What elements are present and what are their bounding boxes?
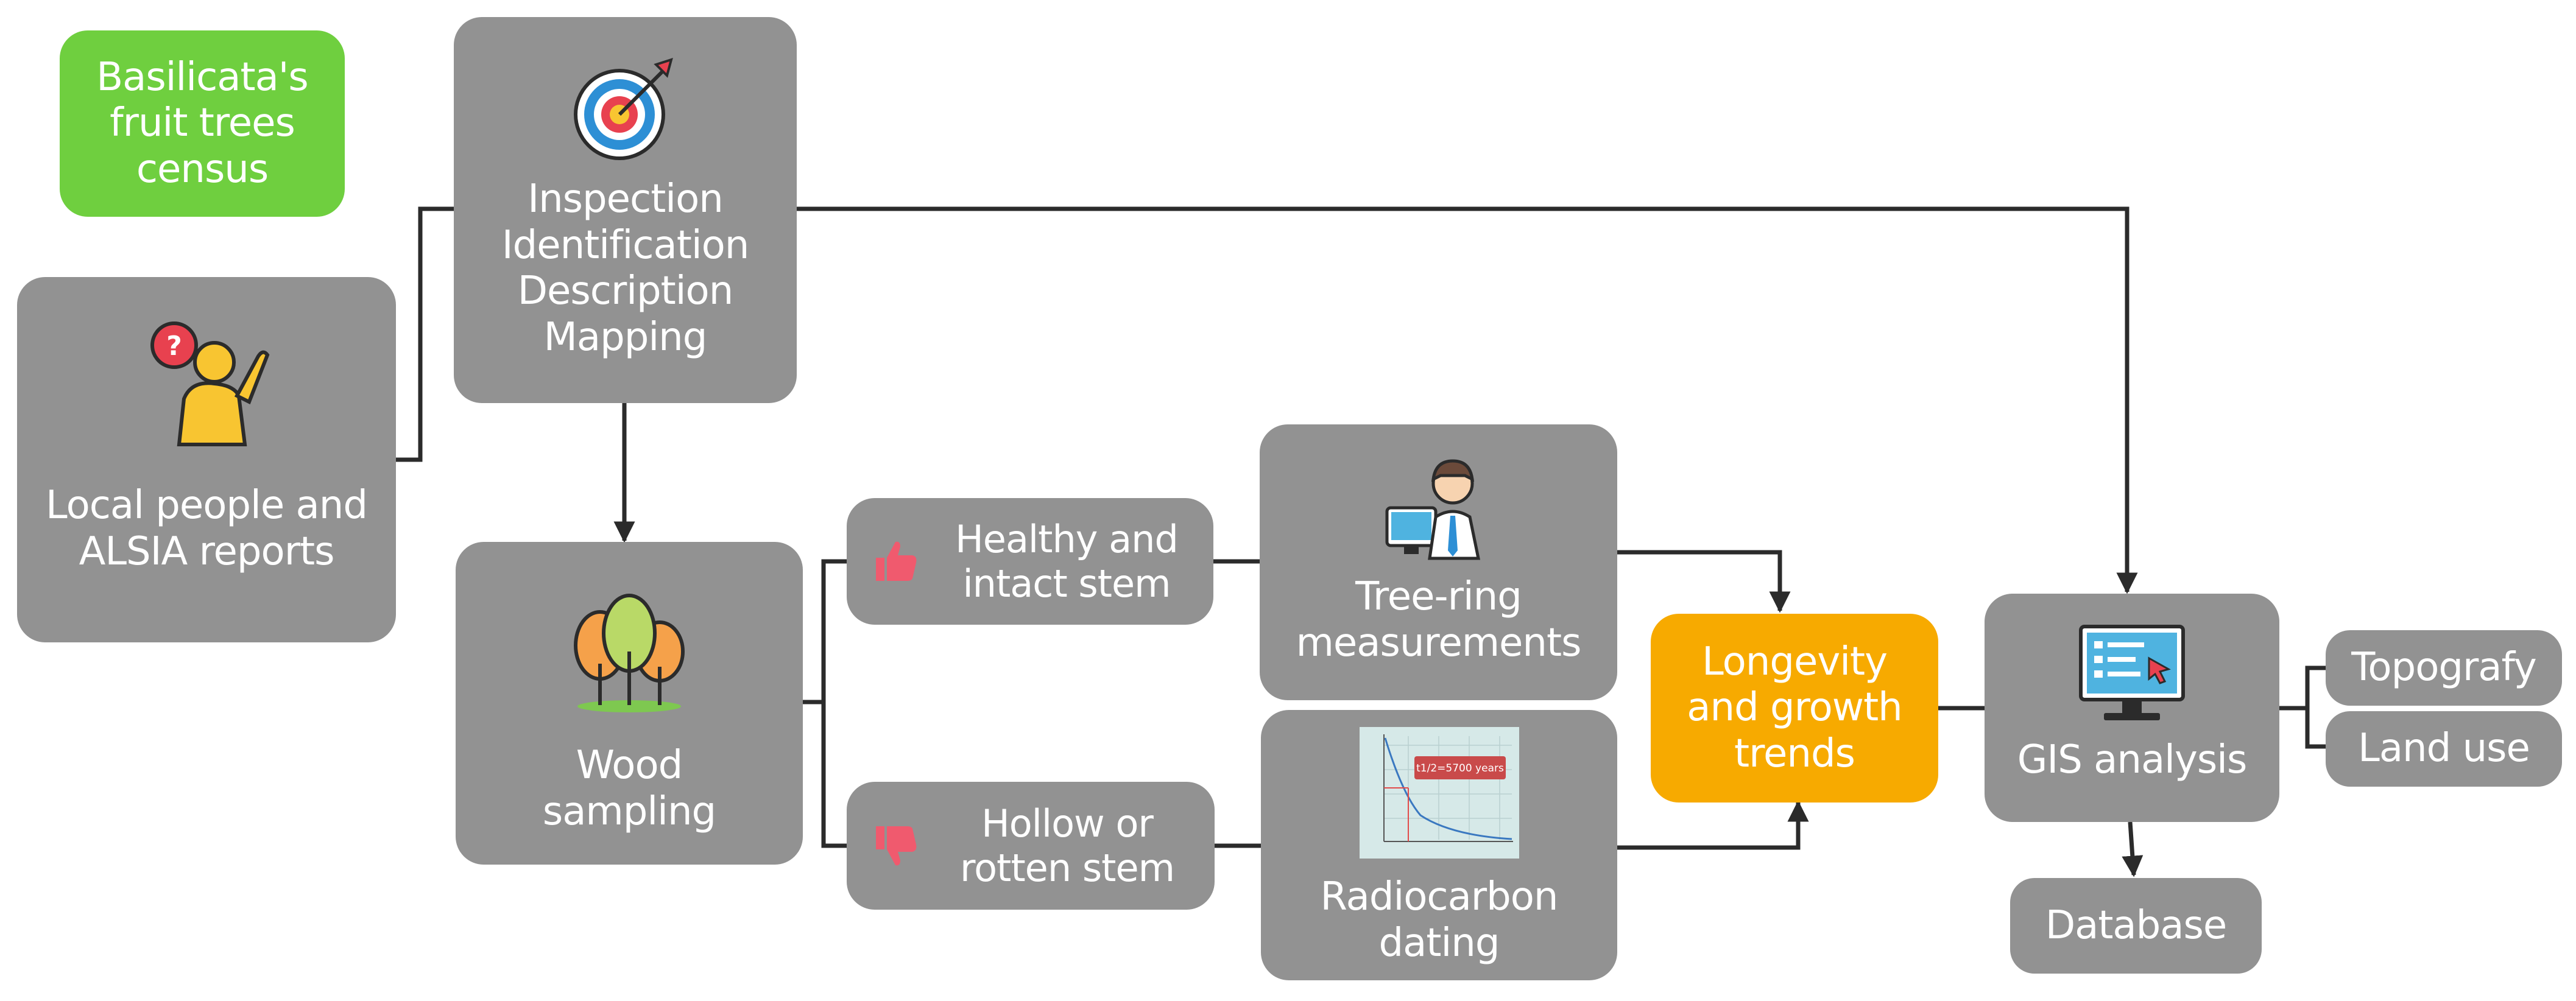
hollow-line-1: Hollow or [981, 801, 1154, 846]
inspection-line-2: Identification [501, 222, 750, 268]
person-question-icon: ? [150, 321, 270, 446]
arrow-gis-database [2122, 821, 2144, 877]
radiocarbon-line-1: Radiocarbon [1320, 874, 1559, 919]
local-reports-box: ? Local people and ALSIA reports [17, 277, 396, 642]
connector-split-topografy [2305, 666, 2326, 708]
technician-computer-icon [1385, 459, 1480, 560]
thumbs-down-icon [876, 826, 917, 866]
longevity-line-1: Longevity [1702, 639, 1888, 684]
target-icon [573, 57, 673, 160]
topografy-label: Topografy [2351, 645, 2537, 690]
arrow-inspection-gis [797, 206, 2138, 594]
local-line-2: ALSIA reports [79, 529, 335, 574]
treering-line-2: measurements [1296, 620, 1582, 666]
land-use-box: Land use [2326, 711, 2562, 787]
treering-line-1: Tree-ring [1355, 574, 1522, 619]
wood-line-1: Wood [576, 743, 683, 788]
inspection-line-1: Inspection [528, 177, 724, 222]
healthy-line-1: Healthy and [955, 516, 1179, 561]
healthy-line-2: intact stem [962, 561, 1171, 606]
arrow-radiocarbon-longevity [1617, 800, 1809, 850]
inspection-box: Inspection Identification Description Ma… [454, 17, 797, 403]
longevity-line-3: trends [1734, 731, 1855, 776]
thumbs-up-icon [876, 541, 917, 581]
gis-analysis-box: GIS analysis [1985, 594, 2279, 822]
local-line-1: Local people and [46, 483, 368, 528]
healthy-stem-box: Healthy and intact stem [847, 498, 1213, 625]
inspection-line-4: Mapping [543, 314, 708, 360]
wood-line-2: sampling [542, 789, 716, 834]
census-box: Basilicata's fruit trees census [60, 30, 345, 217]
arrow-treering-longevity [1617, 550, 1791, 613]
connector-local-inspection [396, 206, 454, 462]
decay-curve-chart-icon: t1/2=5700 years [1359, 727, 1519, 859]
tree-ring-box: Tree-ring measurements [1260, 424, 1617, 700]
database-label: Database [2045, 902, 2227, 948]
monitor-icon [2079, 625, 2185, 720]
hollow-line-2: rotten stem [960, 846, 1175, 890]
inspection-line-3: Description [517, 269, 733, 314]
longevity-line-2: and growth [1687, 685, 1902, 731]
connector-split-hollow [821, 702, 847, 848]
longevity-box: Longevity and growth trends [1651, 614, 1938, 803]
radiocarbon-box: t1/2=5700 years Radiocarbon dating [1261, 710, 1617, 980]
hollow-stem-box: Hollow or rotten stem [847, 782, 1215, 910]
connector-split-landuse [2305, 708, 2326, 749]
half-life-label: t1/2=5700 years [1416, 762, 1504, 774]
census-line-3: census [136, 146, 269, 192]
radiocarbon-line-2: dating [1378, 920, 1500, 966]
wood-sampling-box: Wood sampling [456, 542, 803, 865]
census-line-2: fruit trees [110, 100, 295, 146]
trees-icon [574, 594, 685, 712]
svg-text:?: ? [166, 331, 182, 362]
database-box: Database [2010, 878, 2262, 974]
gis-line-1: GIS analysis [2017, 737, 2248, 782]
census-line-1: Basilicata's [96, 54, 308, 100]
land-use-label: Land use [2358, 726, 2530, 771]
topografy-box: Topografy [2326, 630, 2562, 706]
connector-split-healthy [821, 559, 847, 702]
